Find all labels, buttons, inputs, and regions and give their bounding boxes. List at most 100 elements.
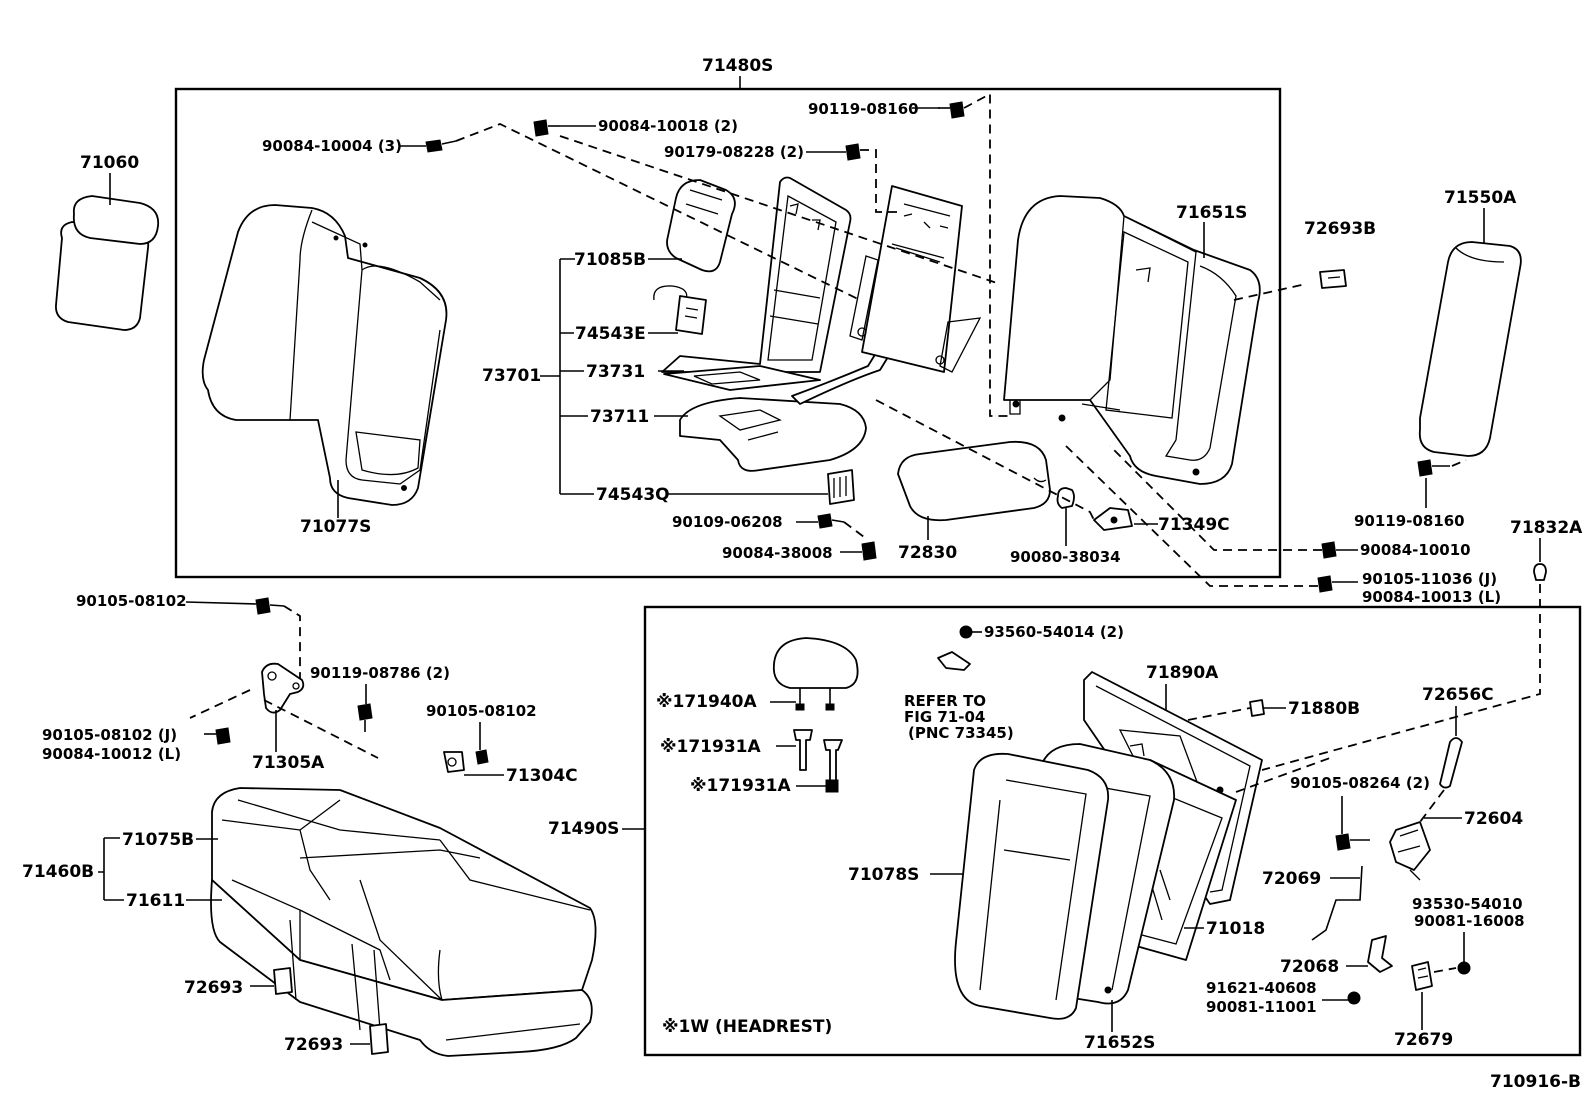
dash-90084-10018 xyxy=(559,135,1001,285)
hinge-71305A xyxy=(261,662,305,714)
label-72693-upper: 72693 xyxy=(184,978,243,998)
label-71460B: 71460B xyxy=(22,862,94,882)
label-72068: 72068 xyxy=(1280,957,1339,977)
clip-71880B xyxy=(1249,699,1265,717)
label-71890A: 71890A xyxy=(1146,663,1219,683)
fastener-90109-06208 xyxy=(817,513,845,529)
seatback-71651S xyxy=(1003,195,1261,485)
pad-71085B xyxy=(666,179,736,273)
label-90119-08160-top: 90119-08160 xyxy=(808,100,919,118)
frame-73731 xyxy=(661,176,852,391)
fastener-90084-10010 xyxy=(1321,541,1337,559)
label-71480S: 71480S xyxy=(702,56,773,76)
label-90105-08102-top: 90105-08102 xyxy=(76,592,187,610)
refer-line-3: (PNC 73345) xyxy=(908,724,1014,742)
bracket-71460B xyxy=(98,837,124,901)
fastener-90084-10018 xyxy=(533,119,560,137)
label-93560-54014: 93560-54014 (2) xyxy=(984,623,1124,641)
label-91621-40608: 91621-40608 xyxy=(1206,979,1317,997)
dash-93530 xyxy=(1433,967,1457,973)
label-90105-11036: 90105-11036 (J) xyxy=(1362,570,1497,588)
bracket-71304C xyxy=(443,749,489,773)
label-72693B: 72693B xyxy=(1304,219,1376,239)
label-71075B: 71075B xyxy=(122,830,194,850)
hinge-panel xyxy=(849,185,982,373)
label-71880B: 71880B xyxy=(1288,699,1360,719)
label-71490S: 71490S xyxy=(548,819,619,839)
dash-90109-06208 xyxy=(843,521,869,541)
upper-assembly-frame xyxy=(174,87,1282,579)
plate-71349C xyxy=(1093,507,1133,531)
label-171940A: ※171940A xyxy=(656,692,757,712)
headrest-71060 xyxy=(55,195,160,331)
dash-71880B xyxy=(1187,707,1251,721)
dash-armrest xyxy=(875,399,1095,521)
refer-line-2: FIG 71-04 xyxy=(904,708,985,726)
headrest-171940A xyxy=(772,637,859,711)
dash-90119-08160-top xyxy=(963,92,1010,417)
label-72830: 72830 xyxy=(898,543,957,563)
lock-72604 xyxy=(1389,789,1445,881)
fastener-90105-08264 xyxy=(1335,833,1370,851)
label-72069: 72069 xyxy=(1262,869,1321,889)
label-72604: 72604 xyxy=(1464,809,1523,829)
bolster-71550A xyxy=(1418,241,1522,457)
label-73701: 73701 xyxy=(482,366,541,386)
label-171931A-1: ※171931A xyxy=(660,737,761,757)
label-171931A-2: ※171931A xyxy=(690,776,791,796)
label-72656C: 72656C xyxy=(1422,685,1494,705)
leader-90105-08102-top xyxy=(185,601,257,605)
seatback-cover-71077S xyxy=(201,204,448,506)
label-90084-10013: 90084-10013 (L) xyxy=(1362,588,1501,606)
handle-72068 xyxy=(1367,935,1393,973)
dash-90105-08102-top xyxy=(283,605,301,690)
label-71550A: 71550A xyxy=(1444,188,1517,208)
label-71078S: 71078S xyxy=(848,865,919,885)
label-71085B: 71085B xyxy=(574,250,646,270)
label-90081-11001: 90081-11001 xyxy=(1206,998,1317,1016)
fastener-90119-08786 xyxy=(357,703,373,732)
tag-74543E xyxy=(653,285,707,335)
label-71304C: 71304C xyxy=(506,766,578,786)
fastener-90084-38008 xyxy=(861,541,877,561)
fastener-90179-08228 xyxy=(845,143,861,161)
label-90084-38008: 90084-38008 xyxy=(722,544,833,562)
support-171931A xyxy=(793,729,843,793)
figure-id: 710916-B xyxy=(1490,1072,1581,1092)
dash-90105-11036 xyxy=(1065,445,1318,587)
label-71349C: 71349C xyxy=(1158,515,1230,535)
label-71077S: 71077S xyxy=(300,517,371,537)
label-90105-08102-mid: 90105-08102 xyxy=(426,702,537,720)
seatback-cover-71078S xyxy=(954,752,1110,1020)
label-71832A: 71832A xyxy=(1510,518,1583,538)
armrest-72830 xyxy=(897,440,1051,522)
dash-hinge xyxy=(189,689,379,759)
label-90119-08160-lower: 90119-08160 xyxy=(1354,512,1465,530)
dash-90119-08160-lower xyxy=(1451,459,1467,467)
label-71060: 71060 xyxy=(80,153,139,173)
dash-71890A xyxy=(1235,757,1331,793)
seat-cushion-71460B xyxy=(210,787,597,1057)
clip-72693-upper xyxy=(273,967,293,995)
label-93530-54010: 93530-54010 xyxy=(1412,895,1523,913)
label-71611: 71611 xyxy=(126,891,185,911)
label-90084-10018: 90084-10018 (2) xyxy=(598,117,738,135)
label-73711: 73711 xyxy=(590,407,649,427)
label-73731: 73731 xyxy=(586,362,645,382)
label-74543Q: 74543Q xyxy=(596,485,670,505)
label-72679: 72679 xyxy=(1394,1030,1453,1050)
label-71652S: 71652S xyxy=(1084,1033,1155,1053)
label-71651S: 71651S xyxy=(1176,203,1247,223)
label-90081-16008: 90081-16008 xyxy=(1414,912,1525,930)
fastener-93560-54014 xyxy=(937,625,973,671)
fastener-90105-08102-J xyxy=(204,727,231,745)
dash-71832A xyxy=(1261,584,1541,771)
bracket-73701 xyxy=(540,258,594,495)
dash-90084-10004 xyxy=(455,123,861,301)
rod-72069 xyxy=(1311,865,1363,941)
lower-assembly-frame xyxy=(643,605,1582,1057)
label-74543E: 74543E xyxy=(575,324,646,344)
label-90109-06208: 90109-06208 xyxy=(672,513,783,531)
clip-72693-lower xyxy=(369,1023,389,1055)
